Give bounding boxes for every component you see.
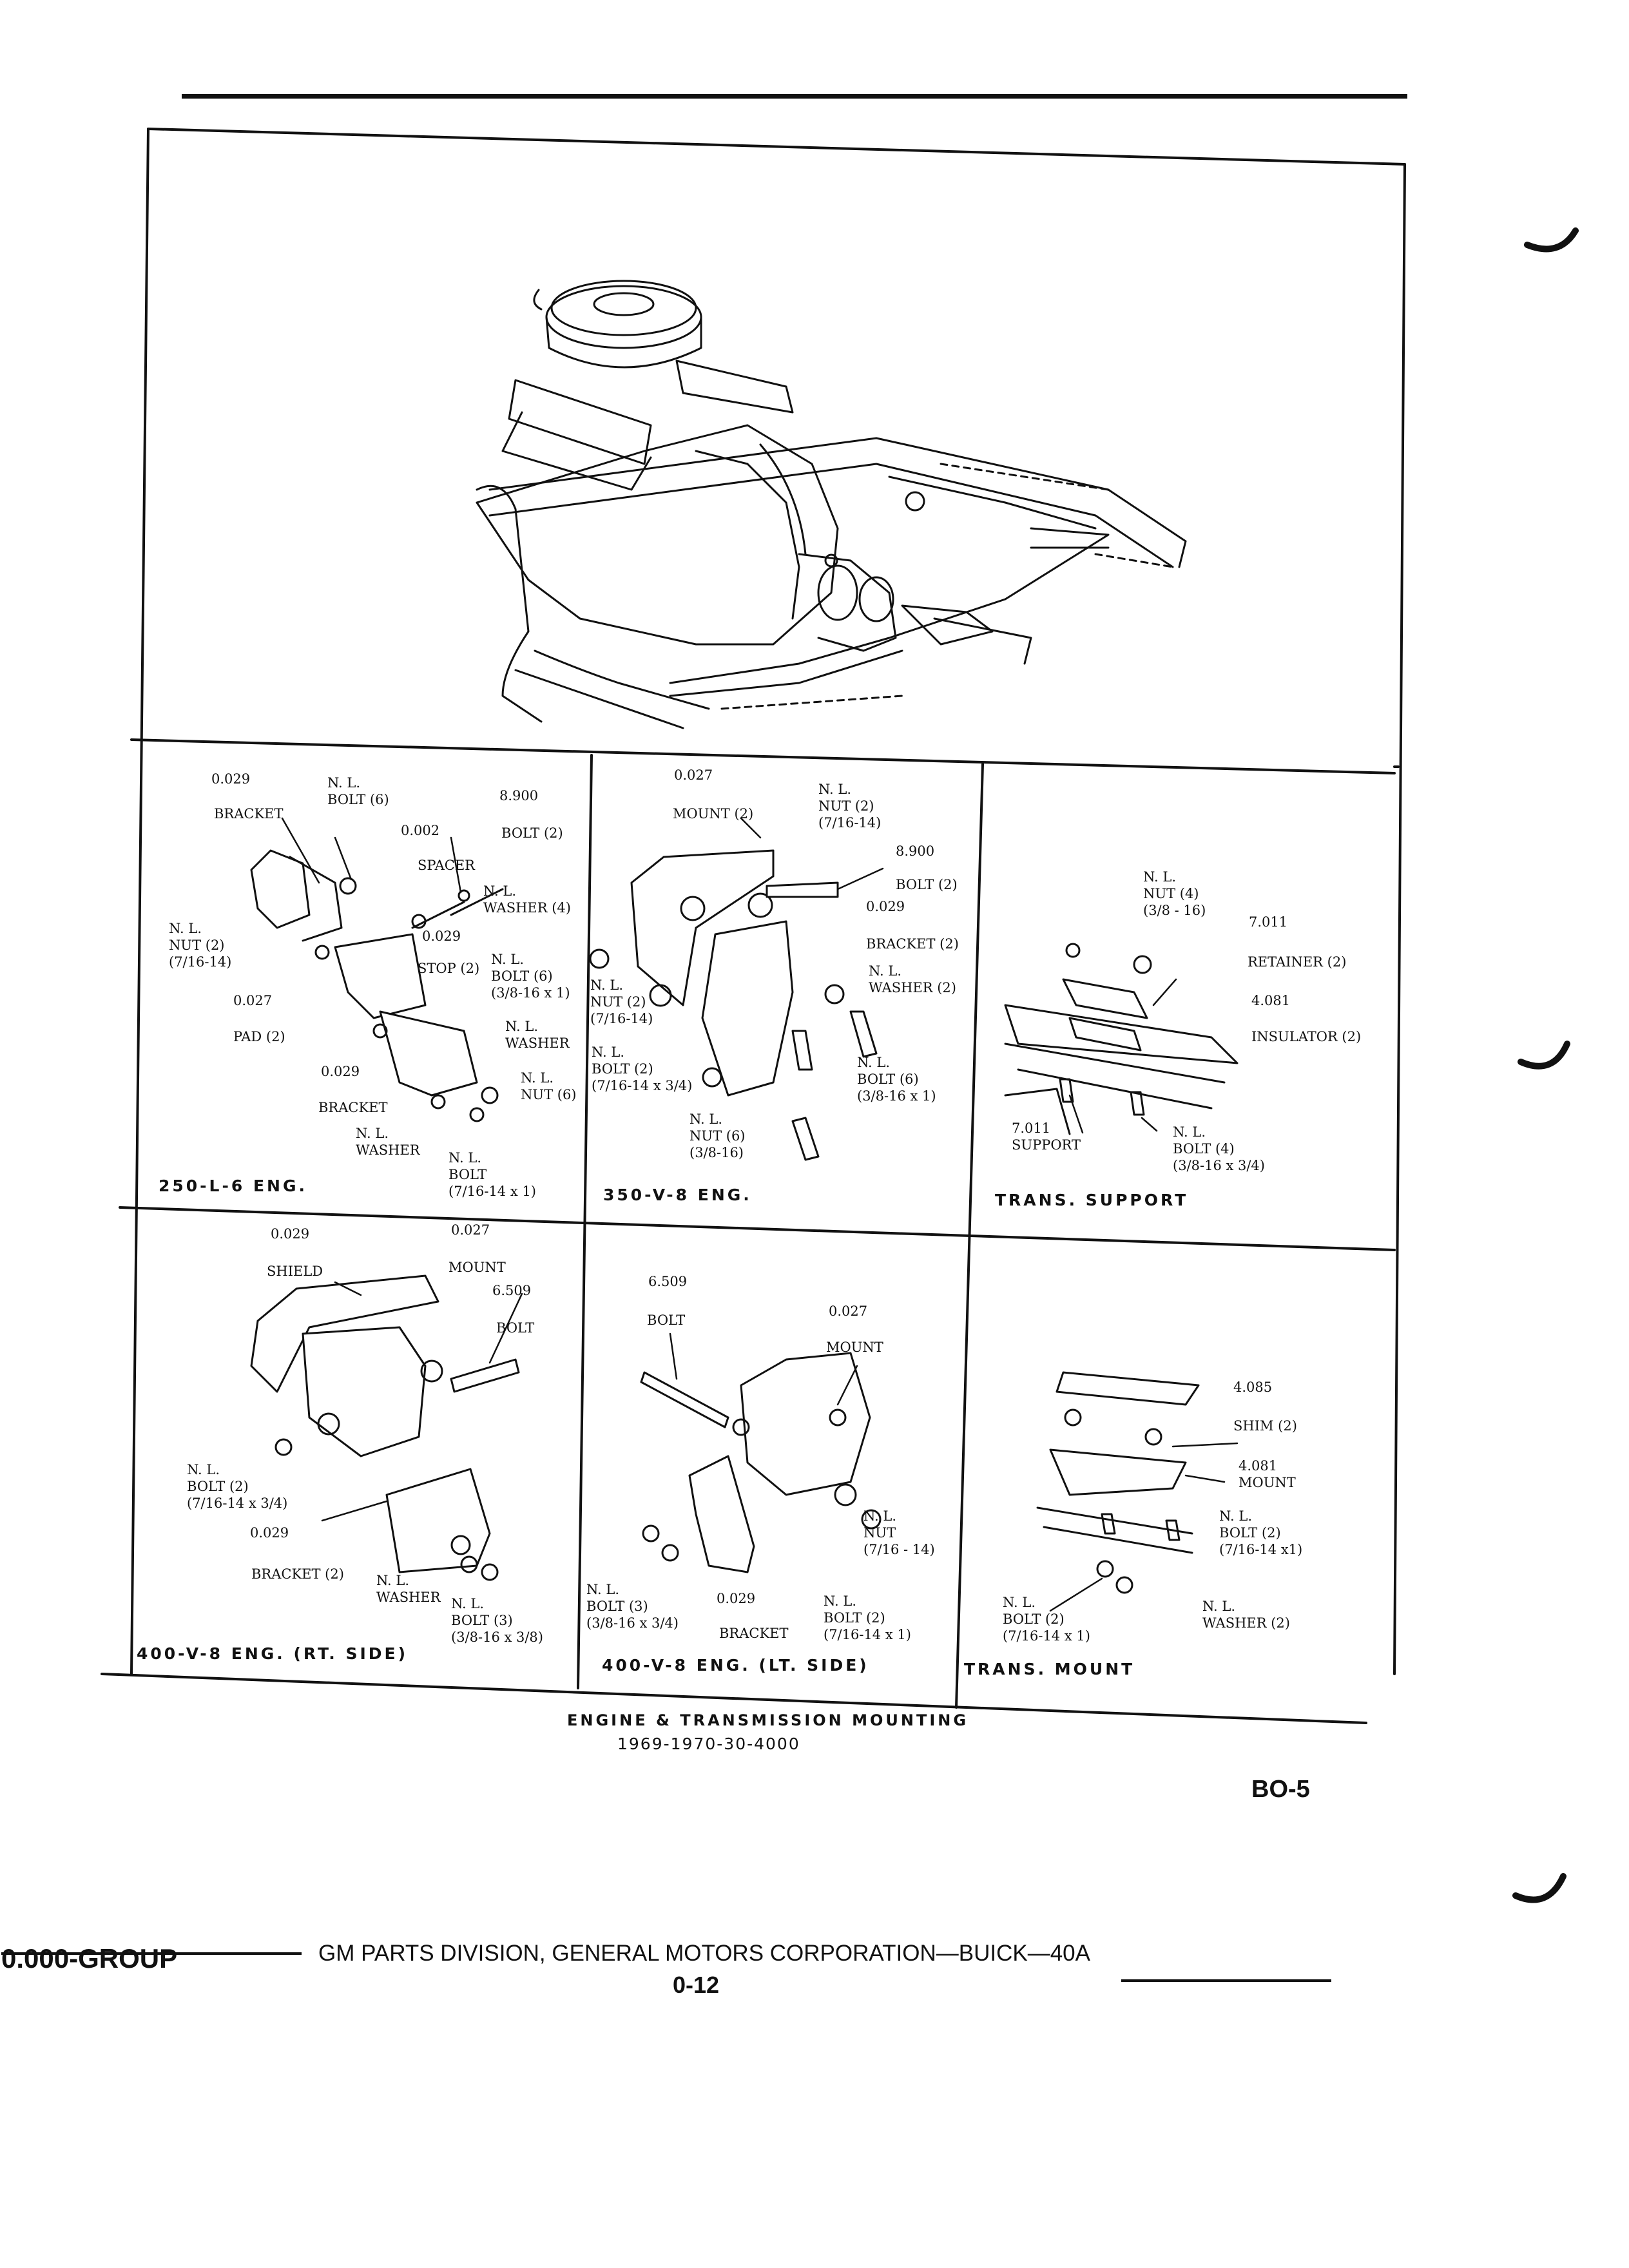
- callout-label: 0.002: [401, 823, 440, 838]
- callout-label: BRACKET (2): [251, 1566, 344, 1582]
- callout-label: BOLT (2): [896, 877, 958, 892]
- figure-title: ENGINE & TRANSMISSION MOUNTING: [567, 1711, 969, 1729]
- callout-label: N. L. NUT (7/16 - 14): [863, 1508, 935, 1557]
- panel-caption: TRANS. MOUNT: [964, 1660, 1135, 1678]
- callout-label: BRACKET (2): [866, 936, 959, 952]
- callout-label: N. L. WASHER: [356, 1126, 420, 1158]
- callout-label: 0.027: [451, 1222, 490, 1238]
- callout-label: RETAINER (2): [1248, 954, 1347, 970]
- callout-label: N. L. BOLT (2) (7/16-14 x 3/4): [187, 1462, 288, 1511]
- page-number: 0-12: [673, 1972, 720, 1998]
- callout-label: N. L. BOLT (7/16-14 x 1): [448, 1150, 536, 1199]
- panel-caption: TRANS. SUPPORT: [995, 1191, 1189, 1209]
- callout-label: SHIM (2): [1233, 1418, 1297, 1434]
- callout-label: 4.081 MOUNT: [1239, 1458, 1296, 1490]
- panel-caption: 400-V-8 ENG. (LT. SIDE): [602, 1656, 869, 1675]
- callout-label: 0.027: [829, 1303, 868, 1319]
- callout-label: N. L. BOLT (2) (7/16-14 x 1): [824, 1593, 911, 1642]
- callout-label: 6.509: [648, 1274, 688, 1289]
- callout-label: N. L. WASHER (4): [483, 883, 571, 916]
- callout-label: N. L. BOLT (2) (7/16-14 x 3/4): [592, 1044, 693, 1093]
- callout-label: 7.011: [1249, 914, 1288, 930]
- callout-label: N. L. NUT (2) (7/16-14): [169, 921, 232, 970]
- footer-rule-left: [1, 1952, 302, 1955]
- panel-caption: 350-V-8 ENG.: [603, 1186, 752, 1204]
- callout-label: N. L. BOLT (6): [327, 775, 389, 807]
- callout-label: N. L. BOLT (6) (3/8-16 x 1): [491, 952, 570, 1001]
- callout-label: SPACER: [418, 858, 475, 873]
- callout-label: 7.011 SUPPORT: [1012, 1120, 1081, 1153]
- callout-label: 8.900: [896, 843, 935, 859]
- callout-label: 4.085: [1233, 1379, 1273, 1395]
- callout-label: N. L. NUT (2) (7/16-14): [818, 782, 882, 831]
- callout-label: N. L. WASHER (2): [1202, 1599, 1290, 1631]
- panel-caption: 250-L-6 ENG.: [159, 1177, 307, 1195]
- panel-caption: 400-V-8 ENG. (RT. SIDE): [137, 1644, 409, 1663]
- callout-label: MOUNT (2): [673, 806, 754, 822]
- callout-label: 0.029: [211, 771, 251, 787]
- callout-label: N. L. NUT (6) (3/8-16): [689, 1111, 746, 1160]
- footer-rule-right: [1121, 1979, 1331, 1982]
- callout-label: INSULATOR (2): [1251, 1029, 1362, 1044]
- callout-label: 0.029: [321, 1064, 360, 1079]
- callout-label: BRACKET: [214, 806, 284, 822]
- callout-label: 0.029: [866, 899, 905, 914]
- callout-label: 4.081: [1251, 993, 1291, 1008]
- callout-label: N. L. BOLT (3) (3/8-16 x 3/4): [586, 1582, 679, 1631]
- callout-label: 0.027: [233, 993, 273, 1008]
- callout-label: N. L. BOLT (6) (3/8-16 x 1): [857, 1055, 936, 1104]
- callout-label: N. L. BOLT (3) (3/8-16 x 3/8): [451, 1596, 543, 1645]
- publisher-line: GM PARTS DIVISION, GENERAL MOTORS CORPOR…: [318, 1941, 1090, 1966]
- figure-subtitle: 1969-1970-30-4000: [617, 1735, 800, 1753]
- callout-label: BRACKET: [318, 1100, 388, 1115]
- callout-label: N. L. NUT (6): [521, 1070, 577, 1102]
- top-rule: [182, 94, 1407, 99]
- callout-label: N. L. NUT (2) (7/16-14): [590, 977, 653, 1026]
- callout-label: BOLT (2): [501, 825, 563, 841]
- callout-label: 6.509: [492, 1283, 532, 1298]
- callout-label: 0.029: [271, 1226, 310, 1242]
- callout-label: BOLT: [647, 1312, 686, 1328]
- callout-label: N. L. NUT (4) (3/8 - 16): [1143, 869, 1206, 918]
- callout-label: N. L. BOLT (2) (7/16-14 x1): [1219, 1508, 1303, 1557]
- callout-label: MOUNT: [826, 1340, 883, 1355]
- callout-label: 0.029: [422, 928, 461, 944]
- page-reference: BO-5: [1251, 1776, 1310, 1803]
- callout-label: N. L. BOLT (2) (7/16-14 x 1): [1003, 1595, 1090, 1644]
- callout-label: PAD (2): [233, 1029, 285, 1044]
- callout-label: 0.029: [250, 1525, 289, 1541]
- callout-label: N. L. BOLT (4) (3/8-16 x 3/4): [1173, 1124, 1265, 1173]
- callout-label: N. L. WASHER (2): [869, 963, 956, 995]
- callout-label: 0.027: [674, 767, 713, 783]
- callout-label: N. L. WASHER: [505, 1019, 570, 1051]
- callout-label: N. L. WASHER: [376, 1573, 441, 1605]
- callout-label: 0.029: [717, 1591, 756, 1606]
- callout-label: 8.900: [499, 788, 539, 803]
- callout-label: SHIELD: [267, 1264, 323, 1279]
- callout-label: BRACKET: [719, 1626, 789, 1641]
- callout-label: MOUNT: [448, 1260, 506, 1275]
- callout-label: STOP (2): [418, 961, 480, 976]
- callout-label: BOLT: [496, 1320, 535, 1336]
- group-label: 0.000-GROUP: [1, 1943, 178, 1974]
